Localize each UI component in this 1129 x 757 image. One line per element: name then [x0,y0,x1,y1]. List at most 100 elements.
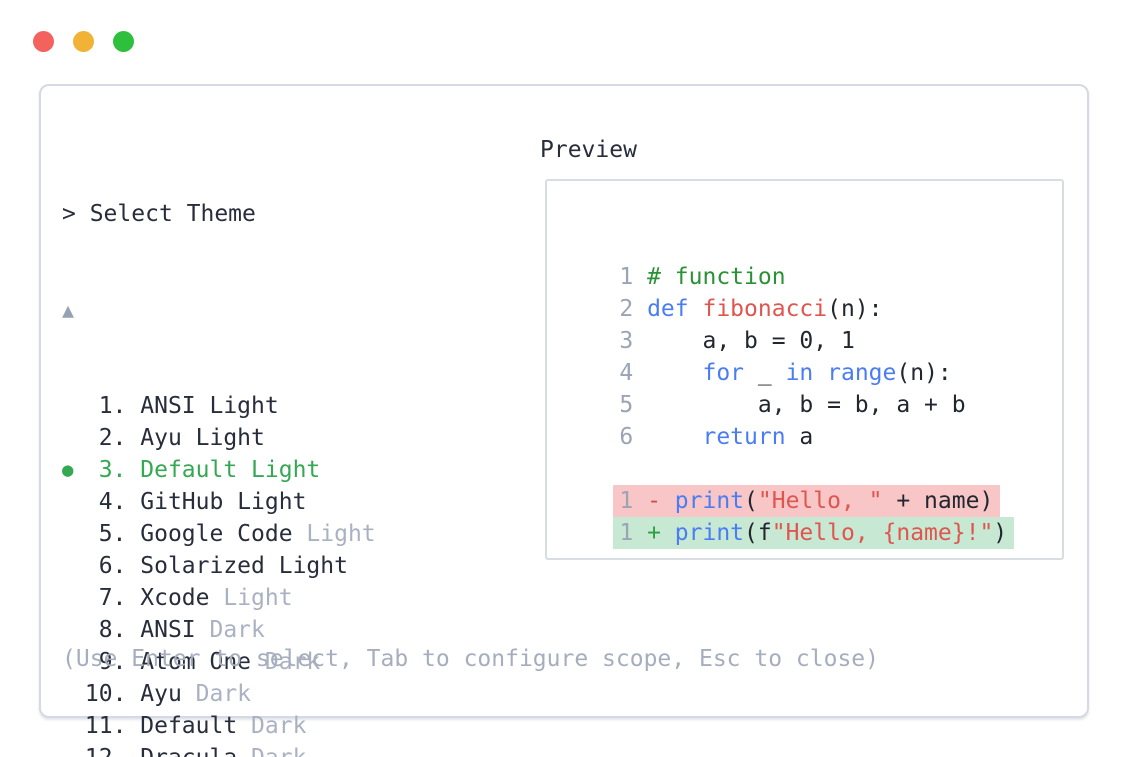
triangle-up-icon: ▲ [62,298,75,322]
code-line-chunk: 1# function [613,261,792,293]
code-line-number: 2 [619,296,634,322]
code-line-tokens: + print(f"Hello, {name}!") [647,520,1007,546]
code-line-chunk: 3 a, b = 0, 1 [613,325,861,357]
theme-item-variant: Dark [251,742,306,757]
theme-list-item[interactable]: 6. Solarized Light [62,550,376,582]
traffic-lights [33,31,134,52]
zoom-window-icon[interactable] [113,31,134,52]
code-token: (n): [896,360,952,386]
theme-item-variant: Light [223,585,293,611]
scroll-up-indicator[interactable]: ▲ [62,294,376,326]
minimize-window-icon[interactable] [73,31,94,52]
prompt-chevron-icon: > [62,201,76,227]
theme-item-base: ANSI [140,393,196,419]
preview-pane: 1# function 2 def fibonacci(n): 3 a, b = … [545,179,1064,560]
theme-list-item[interactable]: 4. GitHub Light [62,486,376,518]
theme-item-number: 8. [98,617,127,643]
theme-item-base: Dracula [140,742,237,757]
code-line-chunk: 5 a, b = b, a + b [613,389,972,421]
theme-list-item[interactable]: 11. Default Dark [62,710,376,742]
preview-code: 1# function 2 def fibonacci(n): 3 a, b = … [558,229,1062,549]
theme-selector: > Select Theme ▲ 1. ANSI Light 2. Ayu Li… [62,134,376,757]
theme-item-variant: Light [195,425,265,451]
code-line-chunk: 1+ print(f"Hello, {name}!") [613,517,1015,549]
theme-list-item[interactable]: 2. Ayu Light [62,422,376,454]
theme-selector-title: Select Theme [89,201,256,227]
code-token [647,424,702,450]
code-line-number: 6 [619,424,634,450]
theme-list-item[interactable]: 1. ANSI Light [62,390,376,422]
close-window-icon[interactable] [33,31,54,52]
theme-item-variant: Light [209,393,279,419]
theme-list-item[interactable]: 8. ANSI Dark [62,614,376,646]
theme-item-variant: Light [306,521,376,547]
code-line-number: 4 [619,360,634,386]
code-token: (f [744,520,772,546]
code-line-tokens: def fibonacci(n): [647,296,882,322]
code-line: 1- print("Hello, " + name) [558,453,1062,517]
code-token: + name) [882,488,994,514]
theme-list-item[interactable]: 7. Xcode Light [62,582,376,614]
selected-bullet-icon: ● [62,459,74,481]
theme-item-variant: Dark [264,649,321,675]
code-line: 1# function [558,229,1062,290]
theme-item-variant: Light [237,489,307,515]
code-token: return [702,424,786,450]
code-token [689,296,703,322]
theme-item-base: Ayu [140,425,182,451]
code-line-chunk [613,453,654,485]
theme-item-number: 4. [98,489,127,515]
code-line: 3 a, b = 0, 1 [558,293,1062,354]
code-token: + [647,520,675,546]
theme-item-base: Solarized [140,553,265,579]
code-line-number: 3 [619,328,634,354]
code-token: for [702,360,745,386]
theme-item-base: GitHub [140,489,224,515]
theme-item-base: Default [140,713,238,739]
theme-item-number: 2. [98,425,127,451]
code-line-chunk: 4 for _ in range(n): [613,357,958,389]
theme-item-number: 5. [98,521,127,547]
theme-item-number: 12. [85,742,127,757]
theme-item-base: Atom One [140,649,252,675]
code-token: print [674,520,745,546]
code-token [813,360,827,386]
theme-item-number: 3. [98,457,127,483]
code-line: 4 for _ in range(n): [558,325,1062,386]
code-token [647,360,702,386]
theme-item-variant: Light [251,457,321,483]
code-line: 6 return a [558,389,1062,450]
code-token: print [674,488,745,514]
code-line-number: 1 [619,264,634,290]
theme-item-number: 10. [84,681,127,707]
code-token: a, b = b, a + b [647,392,966,418]
theme-item-base: ANSI [140,617,196,643]
theme-list-item[interactable]: ● 3. Default Light [62,454,376,486]
theme-list-item[interactable]: 9. Atom One Dark [62,646,376,678]
theme-list-item[interactable]: 10. Ayu Dark [62,678,376,710]
code-line-chunk: 6 return a [613,421,820,453]
theme-item-number: 1. [98,393,127,419]
theme-item-base: Ayu [140,681,182,707]
theme-list-item[interactable]: 5. Google Code Light [62,518,376,550]
code-token: a [785,424,814,450]
theme-item-number: 7. [98,585,127,611]
code-line-tokens: a, b = b, a + b [647,392,966,418]
code-token: ) [993,520,1008,546]
theme-item-number: 6. [98,553,127,579]
theme-item-base: Default [140,457,238,483]
code-token: _ [744,360,786,386]
theme-item-variant: Dark [209,617,265,643]
code-token: fibonacci [702,296,828,322]
theme-item-variant: Dark [251,713,307,739]
code-line-chunk: 2 def fibonacci(n): [613,293,889,325]
theme-item-variant: Dark [195,681,252,707]
code-line-tokens: for _ in range(n): [647,360,952,386]
theme-list-item[interactable]: 12. Dracula Dark [62,742,376,757]
code-token: ( [744,488,758,514]
theme-item-number: 11. [84,713,127,739]
code-token: a, b = 0, 1 [647,328,855,354]
theme-picker-panel: > Select Theme ▲ 1. ANSI Light 2. Ayu Li… [39,84,1089,757]
code-token: in [785,360,814,386]
code-token: "Hello, {name}!" [771,520,994,546]
